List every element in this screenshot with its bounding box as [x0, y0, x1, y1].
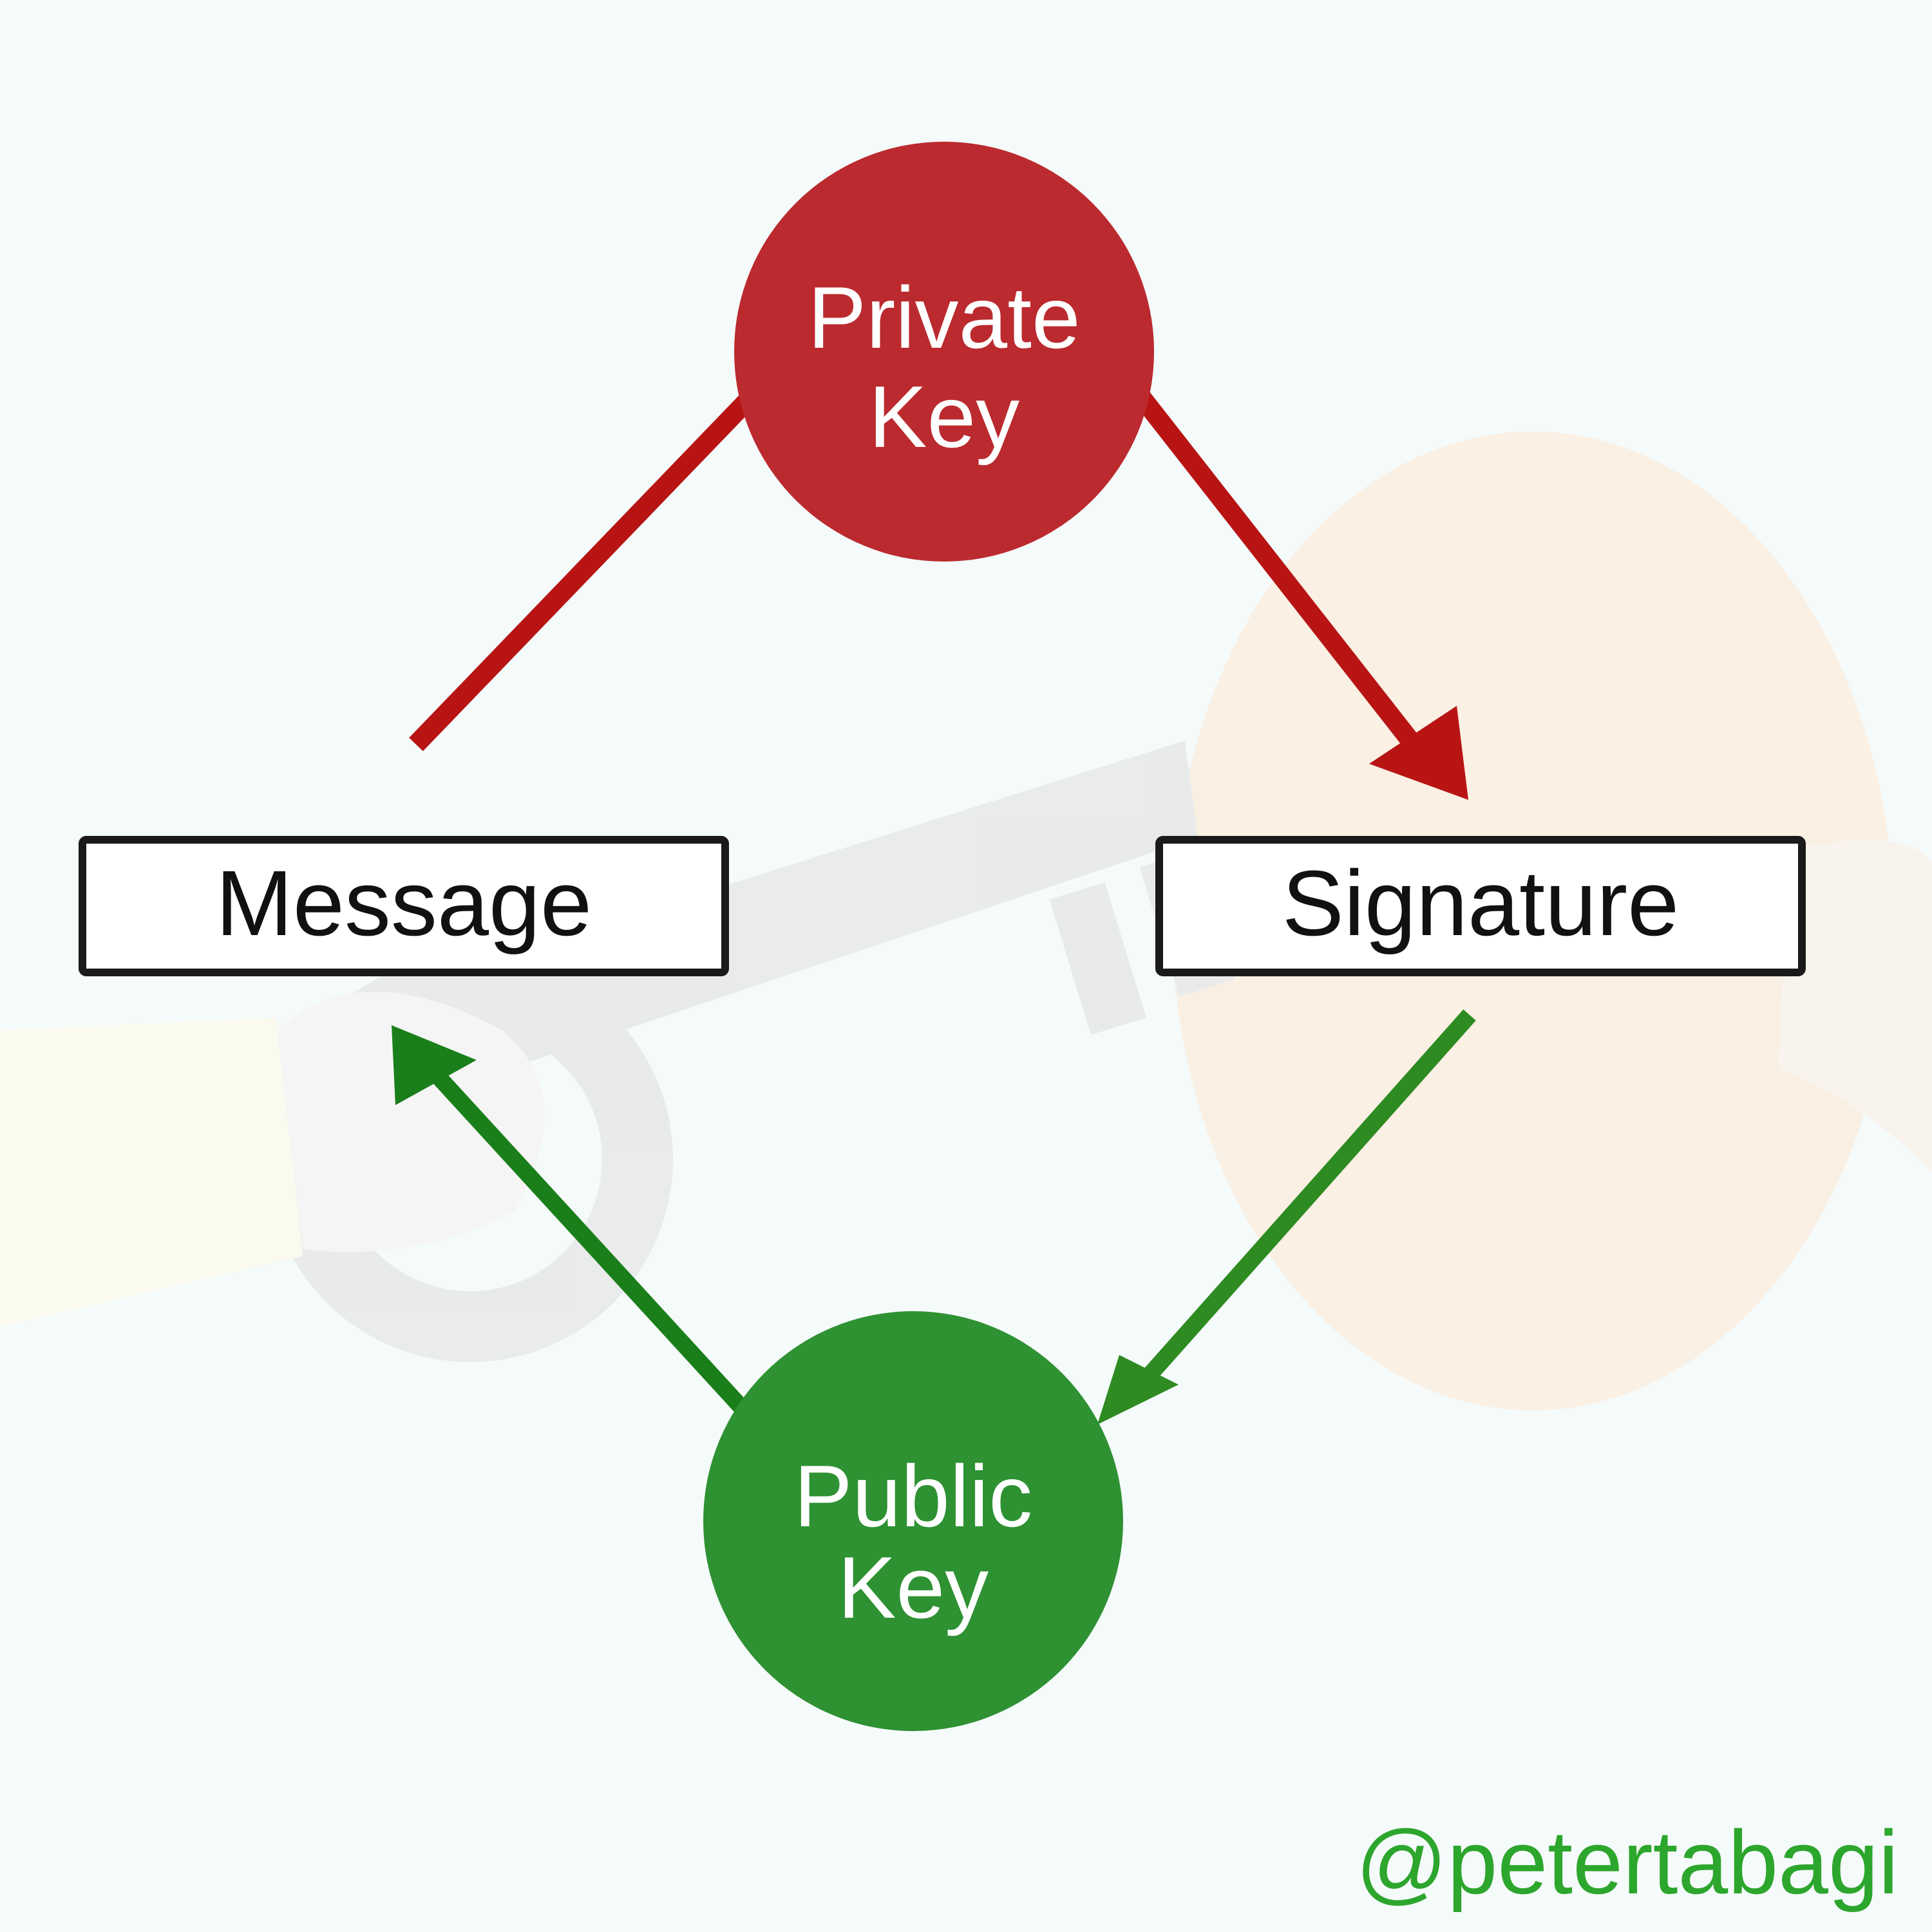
- message-label: Message: [216, 851, 592, 955]
- signature-label: Signature: [1282, 851, 1679, 955]
- public-key-node: Public Key: [703, 1311, 1123, 1731]
- author-handle: @petertabagi: [1356, 1812, 1899, 1913]
- edge-signature-to-public-key: [1144, 1009, 1476, 1380]
- public-key-circle: [703, 1311, 1123, 1731]
- arrowhead-message-icon: [392, 1025, 477, 1105]
- arrowhead-signature-icon: [1369, 706, 1468, 800]
- message-box: [79, 836, 729, 976]
- signature-box: [1155, 836, 1806, 976]
- hand-icon: [277, 992, 545, 1252]
- private-key-label-line1: Private: [808, 269, 1080, 366]
- message-node: Message: [79, 836, 729, 976]
- arrowhead-public-key-icon: [1097, 1355, 1179, 1425]
- hand-sleeve-icon: [0, 1018, 303, 1327]
- edge-private-key-to-signature: [1110, 361, 1418, 747]
- private-key-circle: [734, 142, 1154, 562]
- public-key-label-line2: Key: [838, 1539, 989, 1636]
- edge-message-to-private-key: [409, 384, 763, 752]
- edge-public-key-to-message: [422, 1061, 747, 1412]
- edges: [392, 361, 1476, 1425]
- right-hand-icon: [1777, 840, 1932, 1172]
- private-key-label-line2: Key: [869, 368, 1019, 466]
- public-key-label-line1: Public: [794, 1447, 1032, 1545]
- private-key-node: Private Key: [734, 142, 1154, 562]
- signature-node: Signature: [1155, 836, 1806, 976]
